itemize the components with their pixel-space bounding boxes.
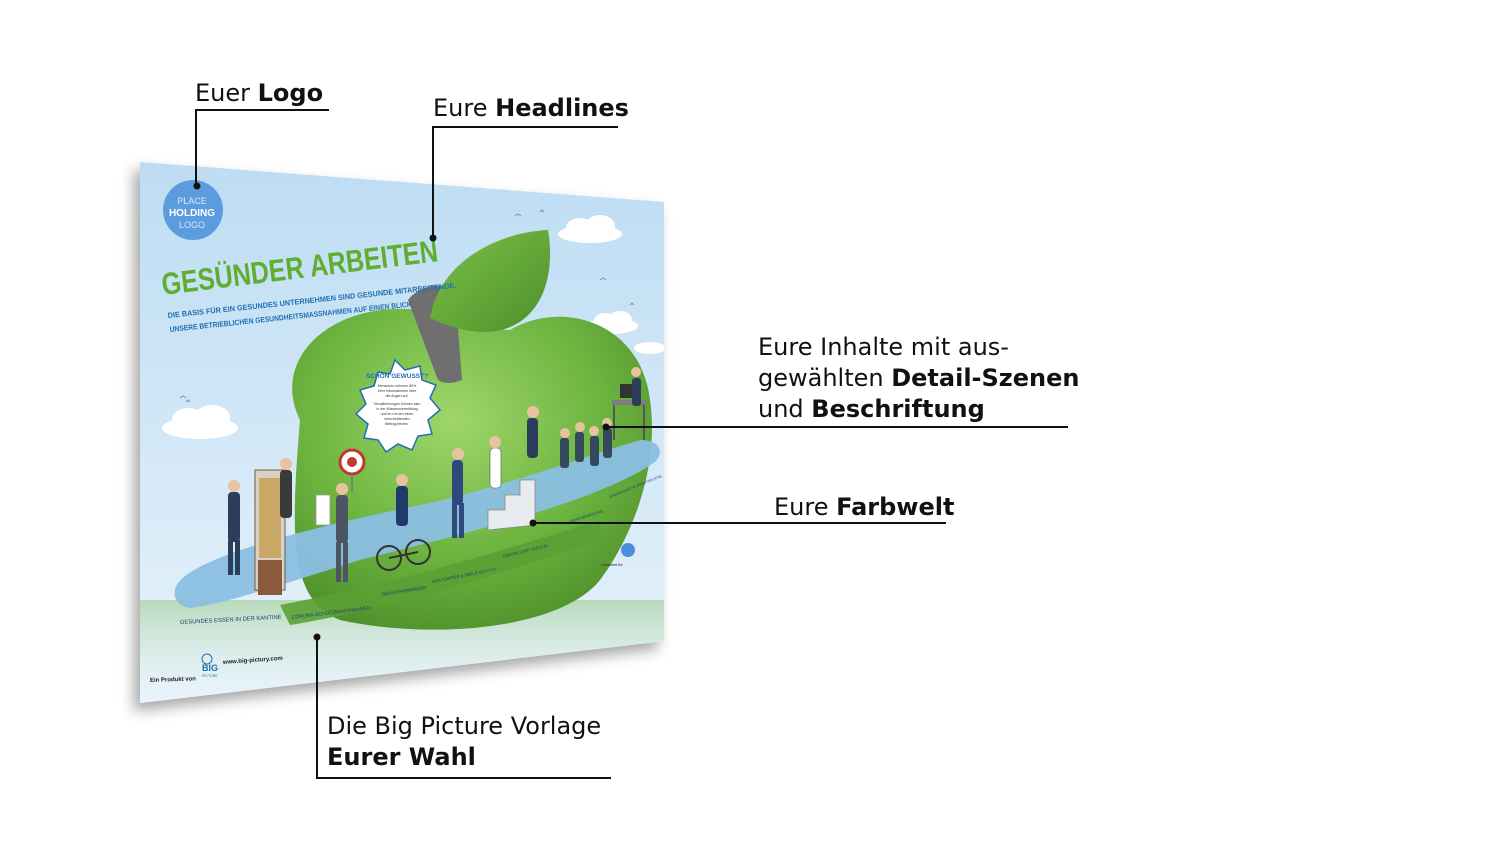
callout-headlines-prefix: Eure [433, 94, 496, 122]
callout-line-headlines [432, 126, 434, 238]
callout-line-vorlage [316, 637, 318, 778]
cloud-icon [162, 215, 664, 439]
footer-produkt: Ein Produkt von [150, 676, 197, 684]
bird-icon [179, 209, 635, 403]
logo-placeholder-line: HOLDING [169, 208, 215, 219]
info-badge-line: entscheidenden [384, 417, 409, 421]
logo-placeholder-line: LOGO [179, 220, 205, 230]
info-badge-line: ihrer Informationen über [378, 389, 417, 393]
callout-line-logo [195, 109, 329, 111]
callout-headlines-bold: Headlines [495, 94, 629, 122]
logo-placeholder-line: PLACE [177, 196, 207, 206]
big-picture-logo-big: BIG [202, 663, 218, 673]
big-picture-logo-picture: PICTURE [202, 674, 218, 678]
callout-logo: Euer Logo [195, 78, 323, 109]
callout-inhalte-line2-bold: Detail-Szenen [891, 364, 1080, 392]
callout-inhalte-line3-bold: Beschriftung [811, 395, 985, 423]
path-band [174, 440, 661, 608]
apple-leaf [430, 230, 551, 332]
callout-headlines: Eure Headlines [433, 93, 629, 124]
info-badge-line: Menschen nehmen 80% [378, 384, 418, 388]
info-badge-line: Visualisierungen können also [374, 402, 421, 406]
callout-inhalte-line1: Eure Inhalte mit aus- [758, 333, 1009, 361]
callout-inhalte: Eure Inhalte mit aus- gewählten Detail-S… [758, 332, 1080, 425]
callout-dot [429, 234, 437, 242]
license-badge [621, 543, 635, 557]
callout-farbwelt-prefix: Eure [774, 493, 837, 521]
info-badge-title: SCHON GEWUSST? [366, 373, 428, 380]
logo-placeholder: PLACE HOLDING LOGO [163, 180, 223, 240]
info-badge-line: und im Lernen einen [381, 412, 414, 416]
footer-url: www.big-pictury.com [222, 656, 283, 666]
callout-inhalte-line2: gewählten [758, 364, 892, 392]
info-badge-line: Beitrag leisten. [385, 422, 409, 426]
footer-lizenz: Lizenziert für [601, 563, 623, 567]
callout-vorlage-line2: Eurer Wahl [327, 743, 476, 771]
callout-logo-prefix: Euer [195, 79, 258, 107]
big-picture-logo: BIG PICTURE [201, 653, 218, 678]
callout-inhalte-line3: und [758, 395, 812, 423]
info-badge: SCHON GEWUSST? Menschen nehmen 80% ihrer… [354, 358, 442, 454]
path-label: GESUNDES ESSEN IN DER KANTINE [180, 615, 282, 626]
info-badge-line: in der Wissensvermittlung [376, 407, 417, 411]
callout-line-logo [195, 109, 197, 186]
callout-vorlage-line1: Die Big Picture Vorlage [327, 712, 602, 740]
callout-vorlage: Die Big Picture Vorlage Eurer Wahl [327, 711, 601, 773]
info-badge-line: die Augen auf. [386, 394, 409, 398]
callout-line-headlines [432, 126, 618, 128]
callout-logo-bold: Logo [257, 79, 324, 107]
callout-farbwelt: Eure Farbwelt [774, 492, 954, 523]
callout-line-vorlage [316, 777, 611, 779]
people-illustration [228, 367, 646, 582]
callout-line-inhalte [606, 426, 1068, 428]
callout-farbwelt-bold: Farbwelt [836, 493, 955, 521]
callout-line-farbwelt [533, 522, 946, 524]
